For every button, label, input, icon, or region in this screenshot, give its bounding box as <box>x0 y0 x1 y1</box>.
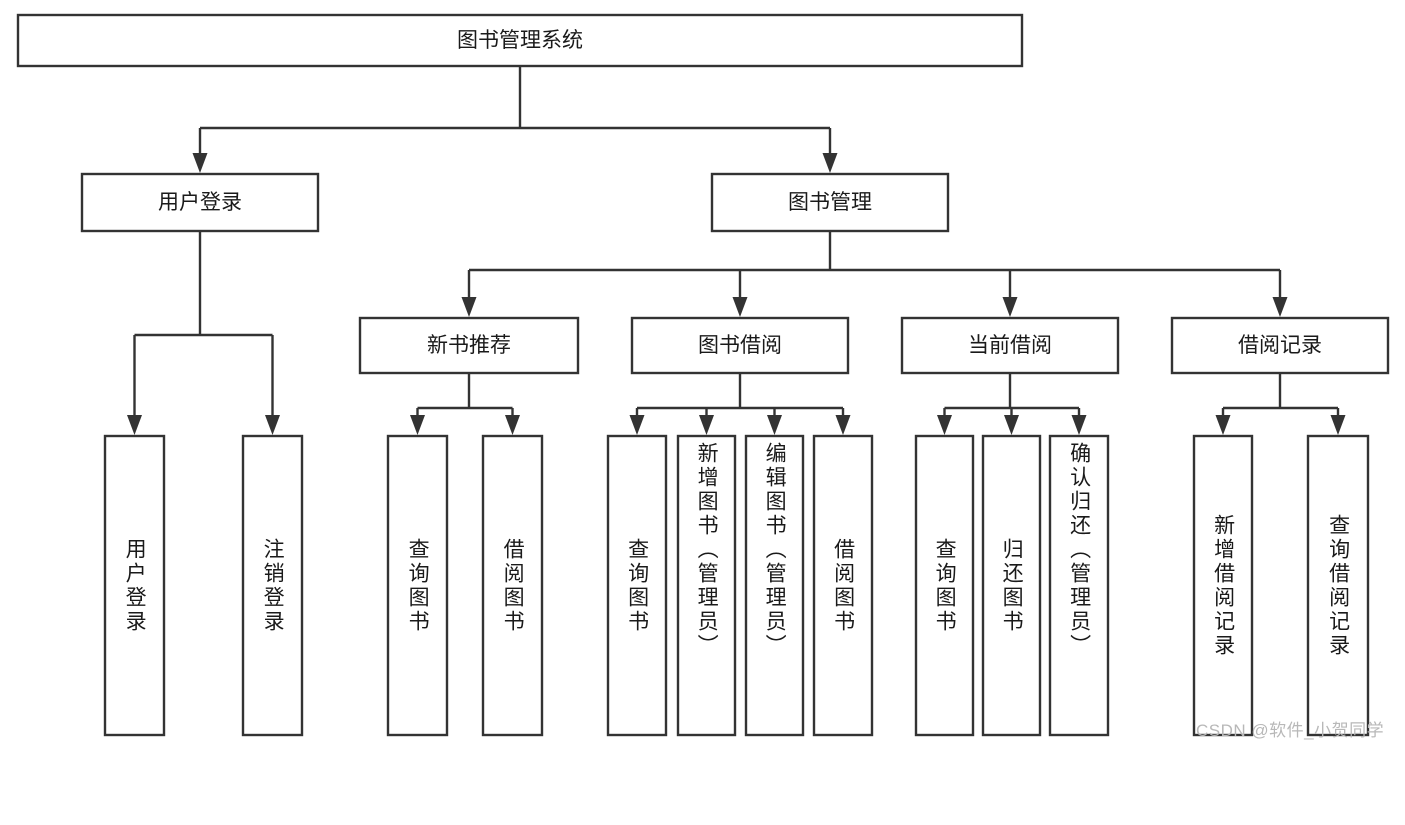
node-box-leaf-10[interactable] <box>1048 434 1110 737</box>
node-label-level3-1: 图书借阅 <box>698 334 782 357</box>
node-box-leaf-0[interactable] <box>103 434 166 737</box>
node-label-level3-3: 借阅记录 <box>1238 334 1322 357</box>
csdn-watermark: CSDN @软件_小贺同学 <box>1196 721 1385 740</box>
node-box-leaf-5[interactable] <box>676 434 737 737</box>
node-box-leaf-3[interactable] <box>481 434 544 737</box>
node-box-level2-0[interactable] <box>80 172 320 233</box>
node-label-level2-0: 用户登录 <box>158 191 242 214</box>
node-box-leaf-8[interactable] <box>914 434 975 737</box>
node-box-level3-3[interactable] <box>1170 316 1390 375</box>
node-box-leaf-1[interactable] <box>241 434 304 737</box>
node-box-leaf-2[interactable] <box>386 434 449 737</box>
node-box-leaf-6[interactable] <box>744 434 805 737</box>
node-box-leaf-4[interactable] <box>606 434 668 737</box>
node-label-root: 图书管理系统 <box>457 29 583 52</box>
box-layer <box>16 13 1390 737</box>
node-label-level3-2: 当前借阅 <box>968 334 1052 357</box>
connector-layer <box>127 66 1346 435</box>
node-box-root[interactable] <box>16 13 1024 68</box>
diagram-canvas-root: 图书管理系统用户登录图书管理新书推荐图书借阅当前借阅借阅记录 用户登录注销登录查… <box>16 13 1390 740</box>
node-label-level3-0: 新书推荐 <box>427 334 511 357</box>
node-box-level2-1[interactable] <box>710 172 950 233</box>
node-box-leaf-12[interactable] <box>1306 434 1370 737</box>
node-label-level2-1: 图书管理 <box>788 191 872 214</box>
node-box-leaf-7[interactable] <box>812 434 874 737</box>
node-box-leaf-9[interactable] <box>981 434 1042 737</box>
node-box-level3-0[interactable] <box>358 316 580 375</box>
node-box-leaf-11[interactable] <box>1192 434 1254 737</box>
node-box-level3-2[interactable] <box>900 316 1120 375</box>
node-box-level3-1[interactable] <box>630 316 850 375</box>
